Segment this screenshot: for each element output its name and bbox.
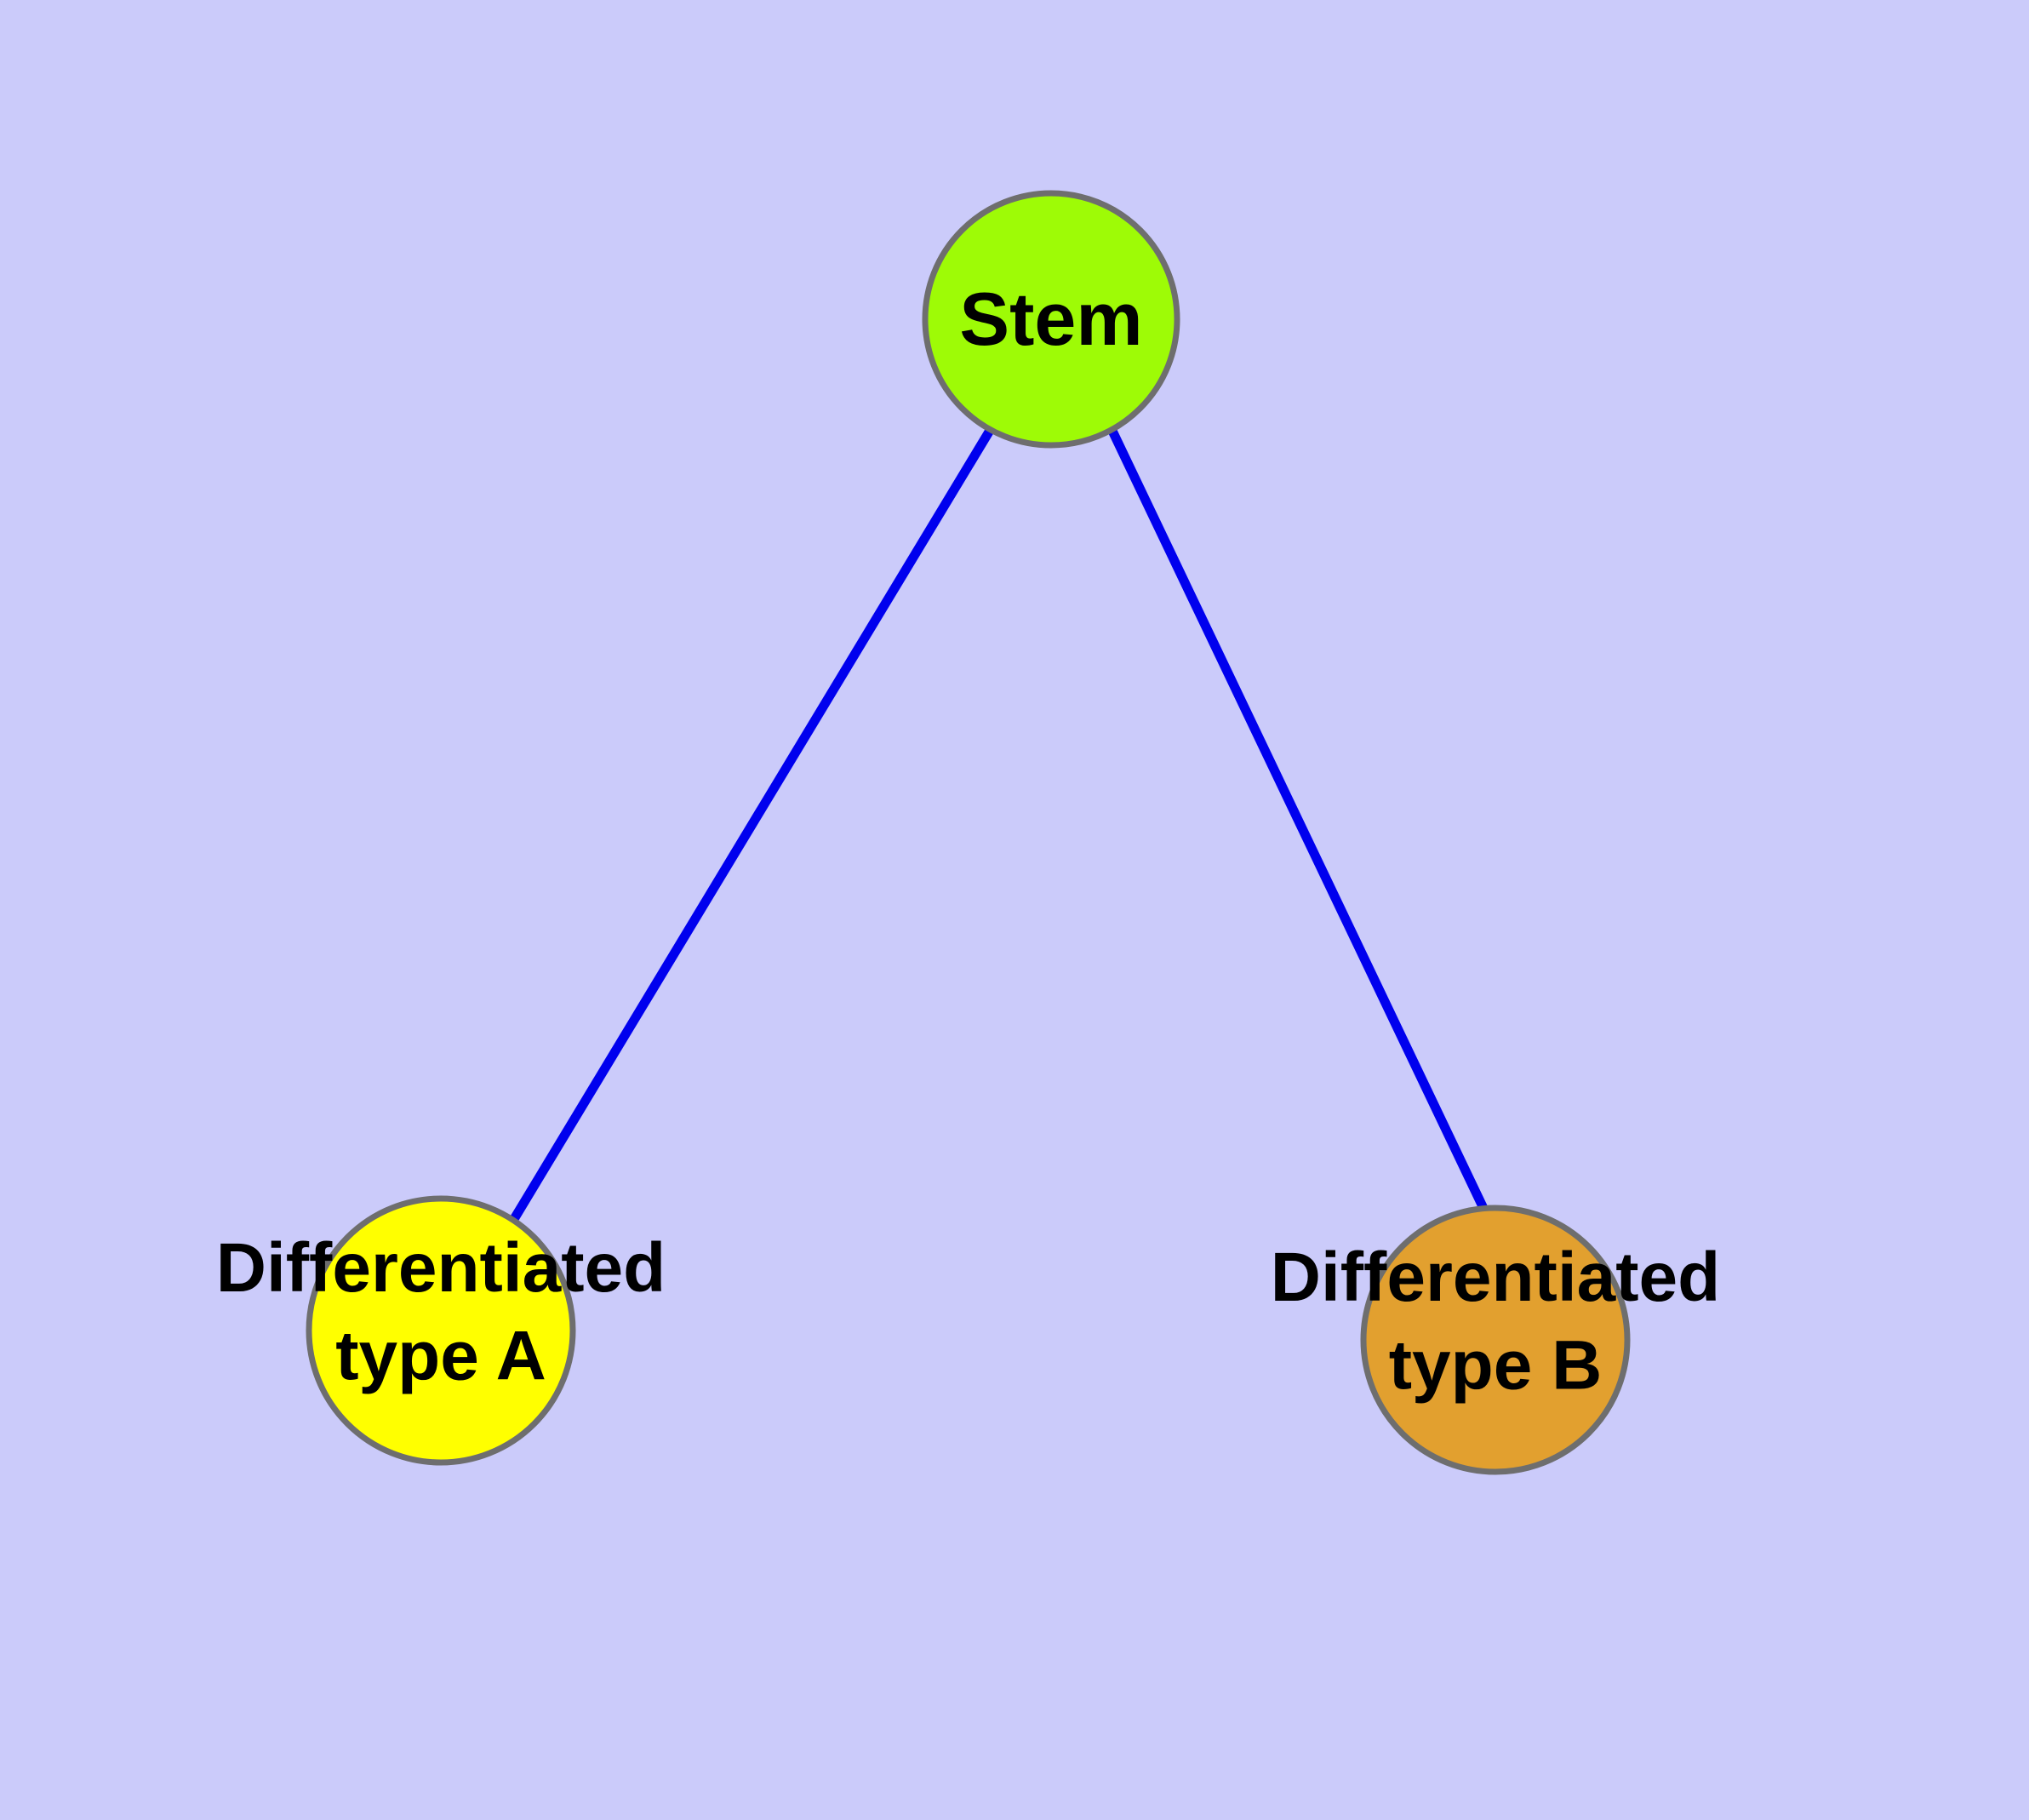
label-line: type B (1389, 1327, 1603, 1405)
node-differentiated-type-a-label: Differentiated type A (216, 1229, 666, 1394)
node-layer (306, 190, 1631, 1475)
node-differentiated-type-b-label: Differentiated type B (1271, 1239, 1721, 1404)
node-stem-circle[interactable] (922, 190, 1180, 449)
node-stem[interactable] (922, 190, 1180, 449)
node-differentiated-type-a[interactable] (306, 1195, 576, 1466)
label-layer: Stem Differentiated type A Differentiated… (216, 277, 1721, 1405)
label-line: Stem (959, 277, 1142, 361)
node-differentiated-type-a-circle[interactable] (306, 1195, 576, 1466)
label-line: Differentiated (1271, 1239, 1721, 1316)
label-line: type A (335, 1318, 546, 1395)
label-line: Differentiated (216, 1229, 666, 1307)
node-differentiated-type-b[interactable] (1360, 1205, 1631, 1475)
node-stem-label: Stem (959, 277, 1142, 361)
edge-stem-to-differentiated-type-a[interactable] (507, 426, 995, 1226)
edge-layer (507, 426, 1494, 1226)
edge-stem-to-differentiated-type-b[interactable] (1107, 426, 1494, 1223)
node-differentiated-type-b-circle[interactable] (1360, 1205, 1631, 1475)
